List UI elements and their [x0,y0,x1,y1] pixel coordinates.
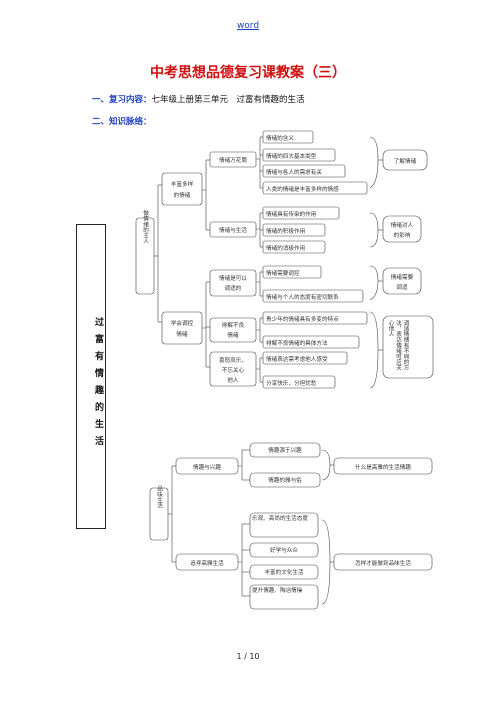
sub-label: 情绪万花筒 [219,156,247,164]
branch-a-box [161,172,203,206]
sub-item: 提升情趣、陶冶情操 [252,588,303,594]
sub-item: 分享快乐，分担忧愁 [266,379,317,387]
result-label: 调适 [396,283,408,291]
root-label-emotion: 做情绪的主人 [142,209,149,244]
branch-a-line1: 丰富多样 [171,180,194,188]
sub-item: 情绪的含义 [266,134,294,142]
result-label: 怎样才能做到品味生活 [355,559,411,567]
result-methods: 调适情绪有不同的方法，表达情绪时应关心他人 [387,320,409,371]
page-number: 1 / 10 [236,652,260,661]
sub-item: 情趣的雅与俗 [268,476,302,484]
review-line: 一、复习内容：七年级上册第三单元 过富有情趣的生活 [92,93,305,105]
result-label: 的影响 [394,231,411,239]
sub-item: 情绪需要调控 [266,269,300,277]
result-label: 了解情绪 [394,157,417,165]
header-word-link[interactable]: word [236,21,260,31]
branch-b-line2: 情绪 [176,330,188,338]
sub-label: 情绪是可以 [219,274,247,282]
result-label: 情绪对人 [391,221,414,229]
branch-b-box [161,311,203,345]
sub-item: 情绪的积极作用 [266,227,305,235]
branch-b-line1: 学会调控 [171,319,194,327]
branch-label: 追寻高雅生活 [190,559,224,567]
review-text: 七年级上册第三单元 过富有情趣的生活 [151,95,305,105]
sub-item: 情绪具有传染的作用 [266,210,316,218]
main-topic-text: 过富有情趣的生活 [93,317,103,453]
sub-label: 不忘关心 [222,366,245,374]
main-topic-box: 过富有情趣的生活 [76,224,106,529]
sub-item: 乐观、高尚的生活态度 [252,516,308,522]
result-label: 情绪需要 [391,273,414,281]
sub-item: 情绪与个人的态度有密切联系 [266,293,339,301]
sub-item: 青少年的情绪具有多变的特点 [266,315,339,323]
sub-label: 排解不良 [222,321,245,329]
sub-label: 他人 [227,376,239,384]
sub-item: 丰富的文化生活 [264,568,304,576]
sub-item: 情绪表达需考虑他人感受 [266,355,328,363]
root-label-life: 品味生活 [156,486,163,510]
sub-item: 人类的情绪是丰富多样的情感 [266,185,339,193]
sub-item: 情绪的四大基本类型 [266,152,317,160]
page-title: 中考思想品德复习课教案（三） [150,65,346,81]
sub-item: 好学与众众 [270,546,298,554]
branch-a-line2: 的情绪 [174,191,191,199]
review-prefix: 一、复习内容： [92,95,152,105]
branch-label: 情趣与兴趣 [193,463,221,471]
sub-item: 情趣源于兴趣 [268,446,302,454]
knowledge-label: 二、知识脉络： [92,117,152,127]
sub-item: 情绪与各人的需求有关 [266,168,322,176]
sub-label: 喜怒哀乐， [219,356,247,364]
sub-item: 排解不良情绪的具体方法 [266,339,328,347]
sub-label: 情绪与生活 [219,226,247,234]
sub-label: 调适的 [225,284,242,292]
result-label: 什么是高雅的生活情趣 [355,463,411,471]
sub-item: 情绪的消极作用 [266,244,305,252]
sub-label: 情绪 [227,331,239,339]
